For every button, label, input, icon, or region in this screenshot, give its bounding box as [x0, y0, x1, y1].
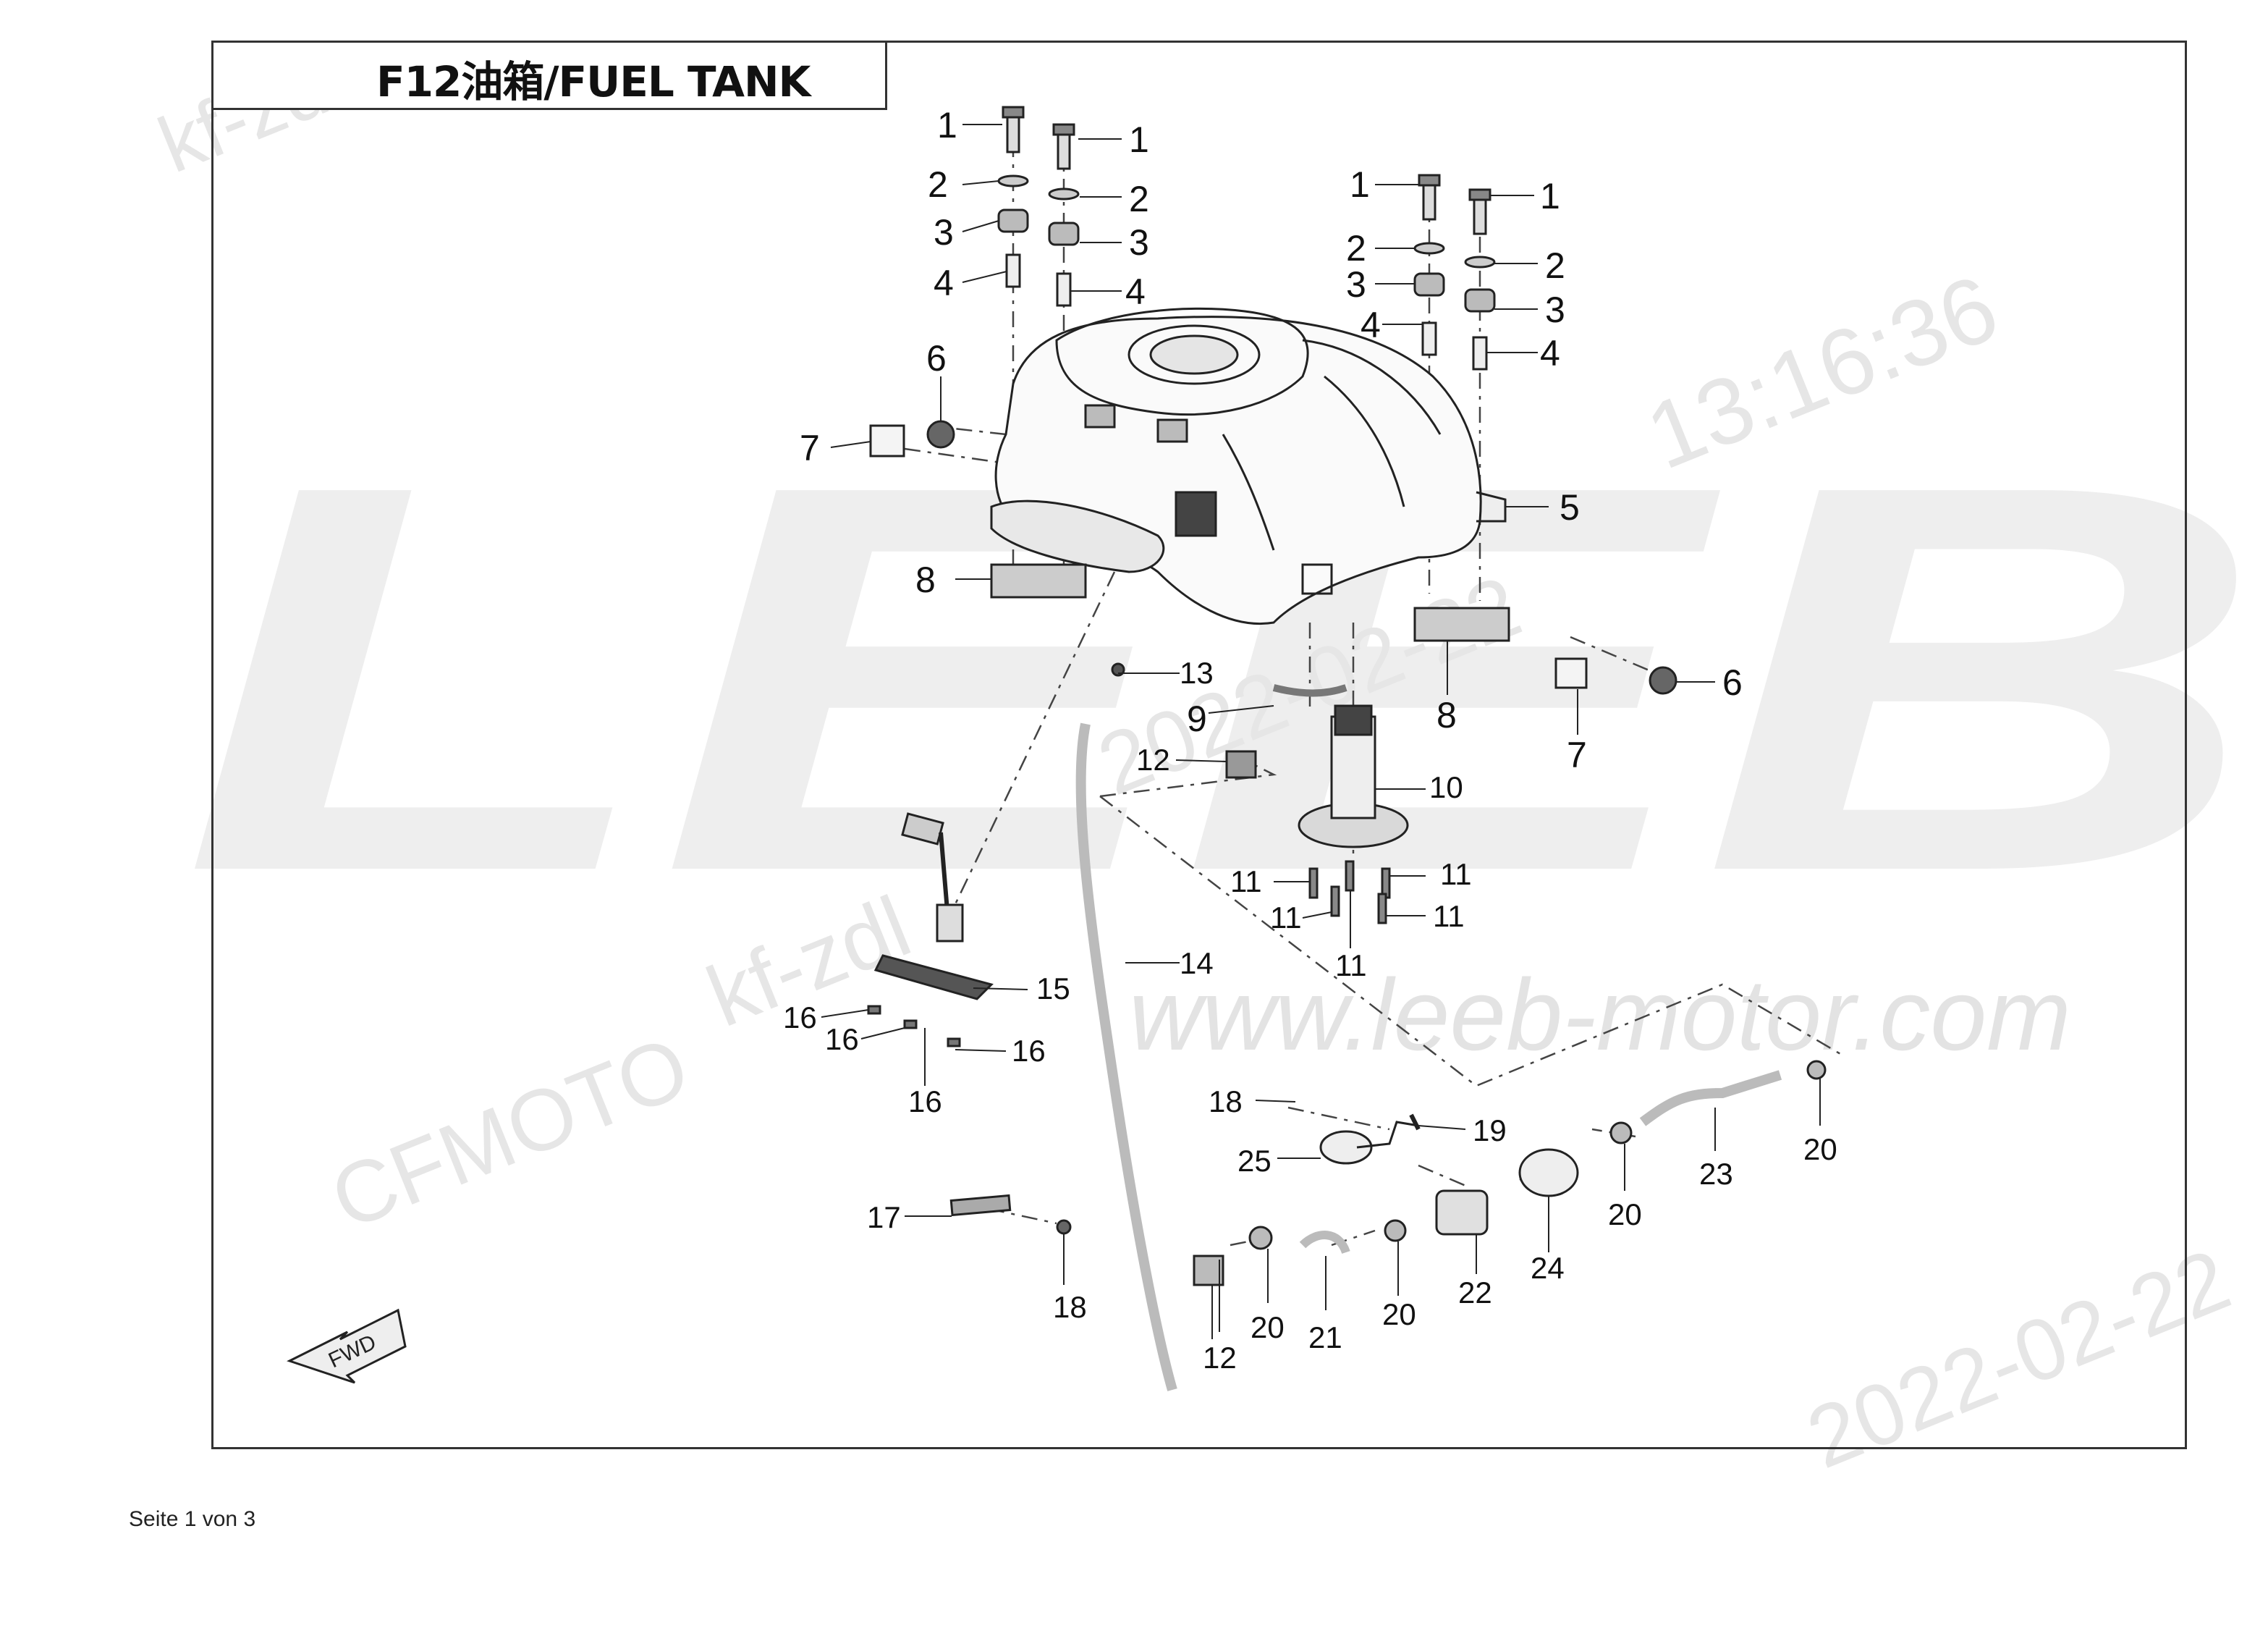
callout-13: 13: [1180, 656, 1214, 690]
callout-18: 18: [1209, 1084, 1243, 1118]
fwd-arrow-icon: [287, 1308, 407, 1384]
callout-5: 5: [1560, 487, 1580, 528]
callout-1: 1: [1540, 176, 1560, 216]
callout-21: 21: [1308, 1320, 1342, 1354]
callout-labels: 1 1 1 1 2 2 2 2 3 3 3 3 4 4 4 4 5 6 6 7 …: [783, 105, 1837, 1375]
callout-14: 14: [1180, 946, 1214, 980]
watermark-url: www.leeb-motor.com: [1129, 958, 2071, 1071]
callout-4: 4: [1540, 333, 1560, 374]
callout-19: 19: [1473, 1113, 1507, 1147]
callout-9: 9: [1187, 699, 1207, 739]
callout-10: 10: [1429, 770, 1463, 804]
callout-3: 3: [934, 212, 954, 253]
callout-4: 4: [1125, 271, 1146, 312]
callout-25: 25: [1237, 1144, 1271, 1178]
callout-3: 3: [1545, 290, 1565, 330]
callout-8: 8: [915, 560, 936, 600]
callout-22: 22: [1458, 1276, 1492, 1310]
callout-20: 20: [1608, 1197, 1642, 1231]
callout-23: 23: [1699, 1157, 1733, 1191]
callout-18: 18: [1053, 1290, 1087, 1324]
callout-20: 20: [1382, 1297, 1416, 1331]
callout-6: 6: [926, 338, 947, 379]
callout-6: 6: [1722, 662, 1743, 703]
callout-20: 20: [1803, 1132, 1837, 1166]
callout-1: 1: [1129, 119, 1149, 160]
callout-11: 11: [1335, 948, 1367, 982]
callout-15: 15: [1036, 971, 1070, 1005]
callout-2: 2: [1129, 179, 1149, 219]
fuel-tank: [990, 307, 1507, 625]
callout-17: 17: [867, 1200, 901, 1234]
callout-2: 2: [1545, 245, 1565, 286]
level-sensor: [867, 812, 994, 1047]
callout-24: 24: [1531, 1251, 1565, 1285]
callout-16: 16: [908, 1084, 942, 1118]
callout-1: 1: [1350, 164, 1370, 205]
callout-16: 16: [1012, 1034, 1046, 1068]
callout-2: 2: [928, 164, 948, 205]
callout-12: 12: [1203, 1341, 1237, 1375]
callout-16: 16: [825, 1022, 859, 1056]
callout-11: 11: [1230, 864, 1262, 898]
callout-8: 8: [1436, 695, 1457, 735]
diagram-frame: [211, 41, 2187, 1449]
callout-12: 12: [1136, 743, 1170, 777]
callout-3: 3: [1346, 264, 1366, 305]
page-title: F12油箱/FUEL TANK: [376, 57, 811, 106]
callout-11: 11: [1270, 901, 1302, 935]
callout-4: 4: [1361, 305, 1381, 345]
callout-7: 7: [800, 428, 820, 468]
title-box: [211, 41, 887, 110]
callout-20: 20: [1251, 1310, 1285, 1344]
mount-hardware: [869, 106, 1677, 697]
callout-4: 4: [934, 263, 954, 303]
callout-11: 11: [1433, 899, 1465, 933]
callout-3: 3: [1129, 222, 1149, 263]
leader-lines: [821, 124, 1821, 1339]
callout-7: 7: [1567, 735, 1587, 775]
callout-11: 11: [1440, 857, 1472, 891]
callout-1: 1: [937, 105, 957, 146]
page-footer: Seite 1 von 3: [129, 1507, 256, 1531]
fuel-pump: [1075, 704, 1409, 1391]
fuel-line: [949, 1060, 1827, 1286]
callout-16: 16: [783, 1000, 817, 1034]
callout-2: 2: [1346, 228, 1366, 269]
